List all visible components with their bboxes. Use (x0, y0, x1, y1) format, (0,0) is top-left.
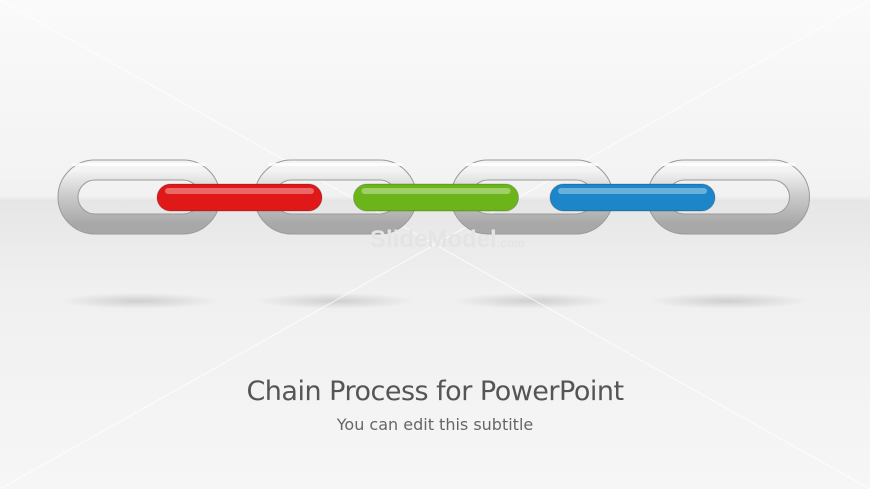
red-link-highlight (165, 188, 314, 194)
silver-link-highlight (268, 163, 403, 166)
link-shadow (59, 293, 219, 309)
blue-link-highlight (558, 188, 707, 194)
green-link-highlight (361, 188, 511, 194)
blue-link (549, 183, 716, 212)
silver-link-highlight (72, 163, 206, 166)
silver-link-highlight (661, 163, 796, 166)
link-shadow (255, 293, 416, 309)
slide-title: Chain Process for PowerPoint (246, 376, 624, 407)
slide-subtitle: You can edit this subtitle (336, 415, 534, 434)
silver-link-highlight (465, 163, 599, 166)
red-link (156, 183, 323, 212)
green-link (353, 183, 519, 212)
watermark-logo: SlideModel.com (370, 226, 525, 253)
link-shadow (452, 293, 612, 309)
link-shadow (648, 293, 809, 309)
